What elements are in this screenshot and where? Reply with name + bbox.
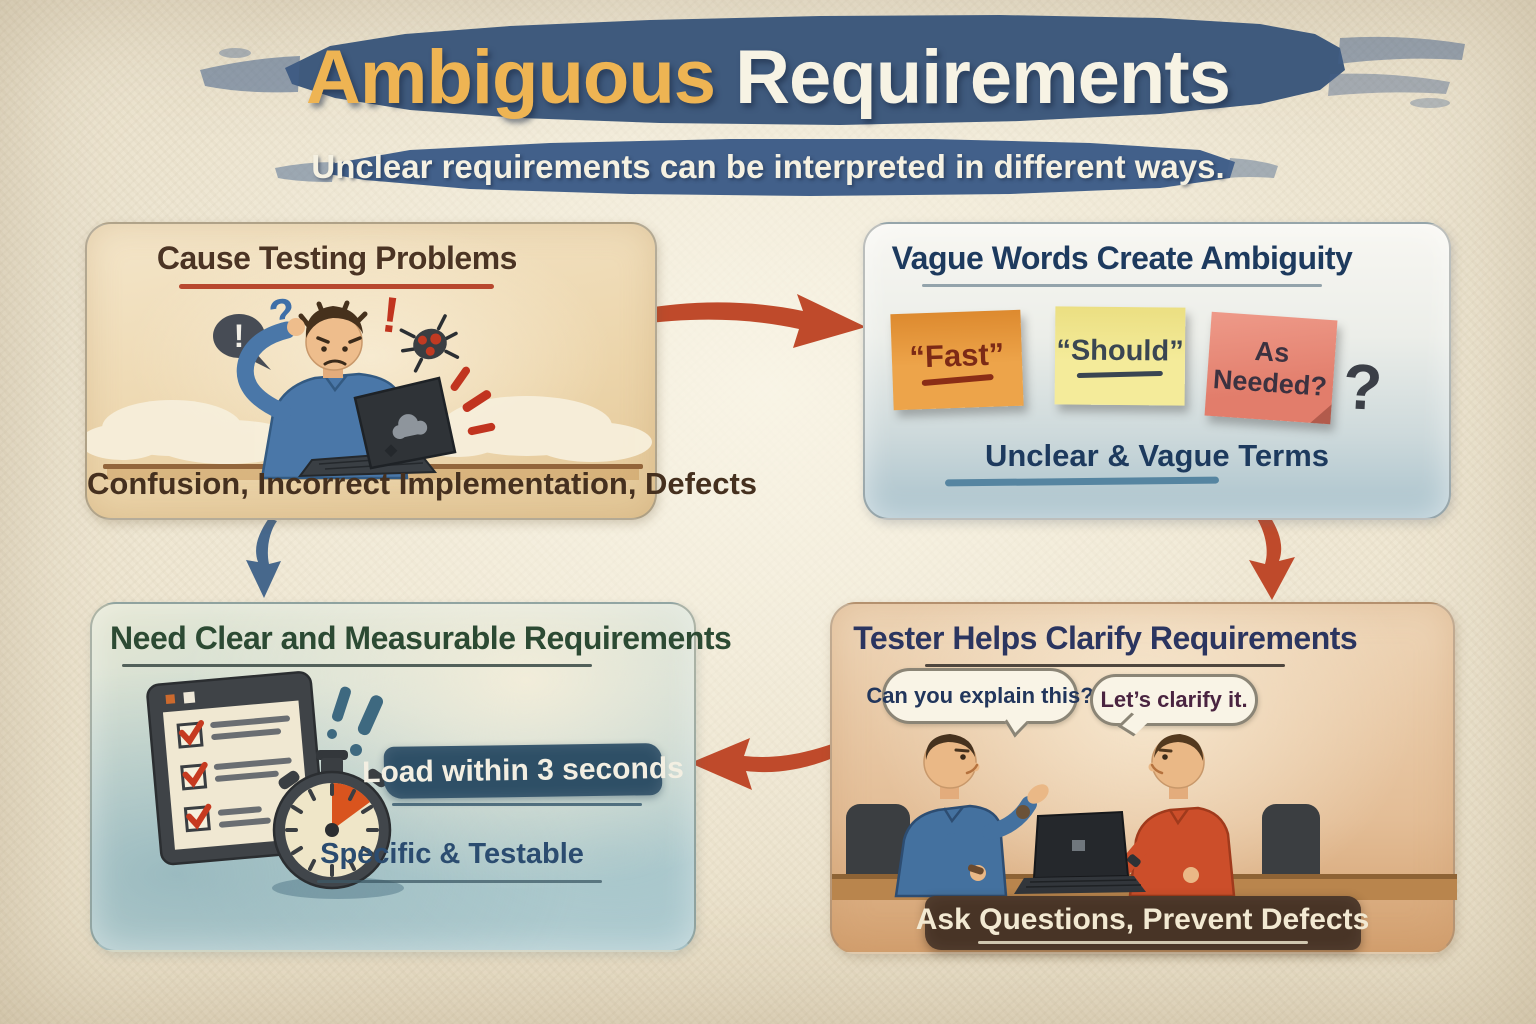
developer-person [1112,734,1236,898]
cause-caption: Confusion, Incorrect Implementation, Def… [87,466,758,501]
tester-caption-underline [977,940,1308,944]
sticky-note-should: “Should” [1054,306,1186,406]
sticky-note-should-text: “Should” [1056,334,1184,368]
vague-title-row: Vague Words Create Ambiguity [883,240,1362,287]
arrow-cause-to-clear [246,518,281,598]
subtitle-brush-stroke [275,139,1278,196]
arrow-tester-to-clear [690,728,874,790]
laptop-icon [297,376,457,478]
alert-exclaim-icon: ! [379,286,402,344]
page-subtitle: Unclear requirements can be interpreted … [311,148,1225,185]
arrow-vague-to-tester [1249,512,1295,600]
cause-title-row: Cause Testing Problems [104,240,570,289]
sticky-note-as-needed: As Needed? [1204,311,1338,425]
emphasis-exclaims-icon [327,686,384,756]
vague-caption: Unclear & Vague Terms [984,438,1329,473]
tester-title: Tester Helps Clarify Requirements [853,620,1358,656]
dev-speech-bubble: Let’s clarify it. [1090,674,1258,726]
chair-right [1262,804,1320,896]
panel-clear-requirements: Need Clear and Measurable Requirements [90,602,732,952]
confused-developer-illustration: ! ? ! [87,286,652,480]
tester-caption-banner: Ask Questions, Prevent Defects [916,896,1369,950]
checklist-stopwatch-illustration [146,671,404,899]
dev-speech-text: Let’s clarify it. [1100,687,1248,712]
bug-icon [399,314,460,373]
title-brush-stroke [200,15,1465,125]
tester-speech-bubble: Can you explain this? [866,668,1094,724]
clear-title-underline [121,664,592,667]
vague-caption-underline [944,476,1220,487]
cause-title-underline [179,284,495,289]
as-needed-line1: As [1253,335,1291,369]
load-time-badge: Load within 3 seconds [362,743,684,799]
tester-title-row: Tester Helps Clarify Requirements [851,620,1360,667]
question-mark-icon: ? [1341,350,1384,424]
laptop-icon-tester [1014,810,1146,894]
cloud-logo-icon [392,414,428,440]
alert-lines-icon [450,366,496,436]
clear-title-row: Need Clear and Measurable Requirements [110,620,732,667]
tester-caption: Ask Questions, Prevent Defects [915,902,1370,936]
page-title: Ambiguous Requirements [0,34,1536,121]
svg-text:!: ! [234,318,245,354]
vague-title: Vague Words Create Ambiguity [891,240,1353,276]
panel-vague-words: Vague Words Create Ambiguity “Fast” “Sho… [863,222,1451,520]
panel-cause-testing-problems: Cause Testing Problems ! ? ! [85,222,758,520]
page-title-rest: Requirements [715,35,1231,120]
vague-title-underline [921,284,1322,287]
tester-speech-text: Can you explain this? [866,683,1094,708]
stopwatch-icon [272,750,404,899]
chair-left [846,804,910,896]
sticky-note-fast: “Fast” [890,309,1024,411]
conversation-illustration [832,734,1457,900]
badge-brush-line [392,803,642,806]
tester-person [894,734,1049,898]
cause-title: Cause Testing Problems [156,240,518,276]
as-needed-line2: Needed? [1212,364,1328,402]
clear-caption: Specific & Testable [320,838,584,870]
should-underline [1076,370,1163,379]
fast-underline [921,373,994,386]
clear-caption-underline [317,880,602,883]
sticky-note-fast-text: “Fast” [908,335,1005,375]
page-title-accent: Ambiguous [306,35,716,120]
panel-tester-clarify: Tester Helps Clarify Requirements Can yo… [830,602,1457,954]
clear-title: Need Clear and Measurable Requirements [110,620,732,656]
tester-title-underline [925,664,1286,667]
